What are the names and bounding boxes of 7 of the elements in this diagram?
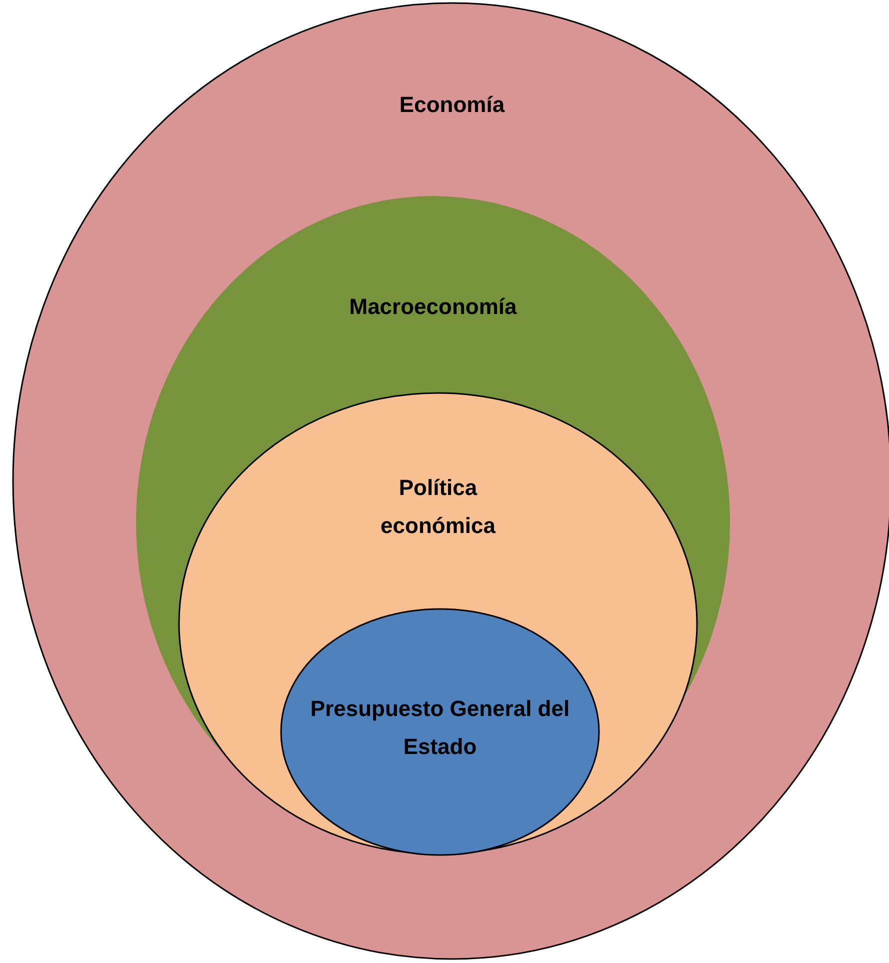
- region-label: Macroeconomía: [349, 293, 517, 321]
- ellipse-region: [12, 2, 889, 960]
- ellipse-region: [178, 392, 698, 855]
- region-label: Economía: [399, 91, 505, 119]
- region-label: Presupuesto General del Estado: [310, 695, 570, 761]
- ellipse-region: [280, 608, 600, 856]
- region-label: Política económica: [380, 474, 497, 540]
